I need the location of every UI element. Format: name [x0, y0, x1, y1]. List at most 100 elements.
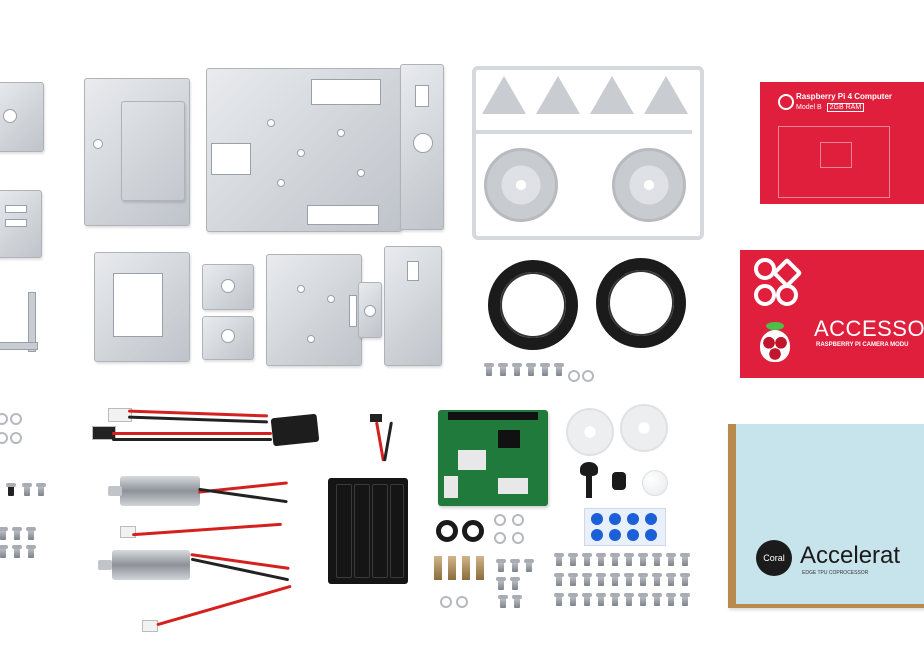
connector [108, 408, 132, 422]
screw [666, 553, 676, 566]
screw [524, 559, 534, 572]
standoff [448, 556, 456, 580]
rubber-tire-left [488, 260, 578, 350]
screw [680, 573, 690, 586]
screw [624, 573, 634, 586]
caster-ball [642, 470, 668, 496]
chassis-bracket-left-bottom [0, 292, 38, 352]
chassis-upright-plate [384, 246, 442, 366]
screw [666, 573, 676, 586]
plastic-sprue [472, 66, 704, 240]
nut [568, 370, 580, 382]
nut [512, 514, 524, 526]
nut [494, 514, 506, 526]
nut [582, 370, 594, 382]
nut [0, 432, 8, 444]
battery-holder [328, 478, 408, 584]
coral-accelerator-box: Coral Accelerat EDGE TPU COPROCESSOR [728, 424, 924, 608]
screw [680, 553, 690, 566]
screw [638, 553, 648, 566]
screw [484, 363, 494, 376]
dc-motor-bottom [112, 550, 190, 580]
black-clip [612, 472, 626, 490]
screw [596, 553, 606, 566]
rpi-ram-badge: 2GB RAM [826, 103, 865, 112]
power-switch [270, 413, 320, 447]
screw [510, 559, 520, 572]
chassis-frame-plate [94, 252, 190, 362]
screw-grid [554, 553, 706, 612]
screw [554, 363, 564, 376]
dc-motor-top [120, 476, 200, 506]
standoff [434, 556, 442, 580]
chassis-plate-left-mid [0, 190, 42, 258]
coral-brand: Coral [763, 553, 785, 563]
screw [554, 553, 564, 566]
connector [142, 620, 158, 632]
raspberry-logo-icon [778, 94, 794, 110]
screw [638, 573, 648, 586]
screw [666, 593, 676, 606]
rpi-box-subtitle: Model B [796, 104, 822, 111]
plastic-wheel-left [484, 148, 558, 222]
screw [36, 483, 46, 496]
screw [0, 545, 8, 558]
screw [610, 573, 620, 586]
screw [624, 553, 634, 566]
motor-mount-bottom [202, 316, 254, 360]
accessory-box-subtitle: RASPBERRY PI CAMERA MODU [816, 342, 909, 348]
screw [512, 595, 522, 608]
screw [540, 363, 550, 376]
screw [22, 483, 32, 496]
rubber-washer [436, 520, 458, 542]
standoff [476, 556, 484, 580]
blue-dot-sticker-sheet [584, 508, 666, 546]
screw [496, 559, 506, 572]
screw [512, 363, 522, 376]
screw [568, 593, 578, 606]
motor-mount-top [202, 264, 254, 310]
connector [120, 526, 136, 538]
chassis-plate-left-top [0, 82, 44, 152]
screw [26, 527, 36, 540]
screw [6, 483, 16, 496]
coral-logo-icon: Coral [756, 540, 792, 576]
screw [582, 553, 592, 566]
nut [10, 432, 22, 444]
board-outline [778, 126, 890, 198]
screw [568, 573, 578, 586]
screw [582, 593, 592, 606]
screw [610, 553, 620, 566]
plastic-wheel-right [612, 148, 686, 222]
screw [510, 577, 520, 590]
chassis-bracket-u [84, 78, 190, 226]
screw [498, 363, 508, 376]
rpi-box-title: Raspberry Pi 4 Computer [796, 92, 893, 101]
nut [440, 596, 452, 608]
raspberry-logo-icon [760, 322, 790, 362]
roller-disc-right [620, 404, 668, 452]
screw [12, 545, 22, 558]
screw [596, 593, 606, 606]
nut [10, 413, 22, 425]
roller-disc-left [566, 408, 614, 456]
screw [26, 545, 36, 558]
screw [12, 527, 22, 540]
black-caster [580, 462, 598, 476]
standoff [462, 556, 470, 580]
nut [0, 413, 8, 425]
screw [624, 593, 634, 606]
nut [456, 596, 468, 608]
nut [512, 532, 524, 544]
screw [652, 573, 662, 586]
screw [568, 553, 578, 566]
screw [526, 363, 536, 376]
chassis-small-plate [358, 282, 382, 338]
rubber-washer [462, 520, 484, 542]
oko-logo-icon [754, 257, 803, 310]
screw [652, 593, 662, 606]
screw [610, 593, 620, 606]
rubber-tire-right [596, 258, 686, 348]
